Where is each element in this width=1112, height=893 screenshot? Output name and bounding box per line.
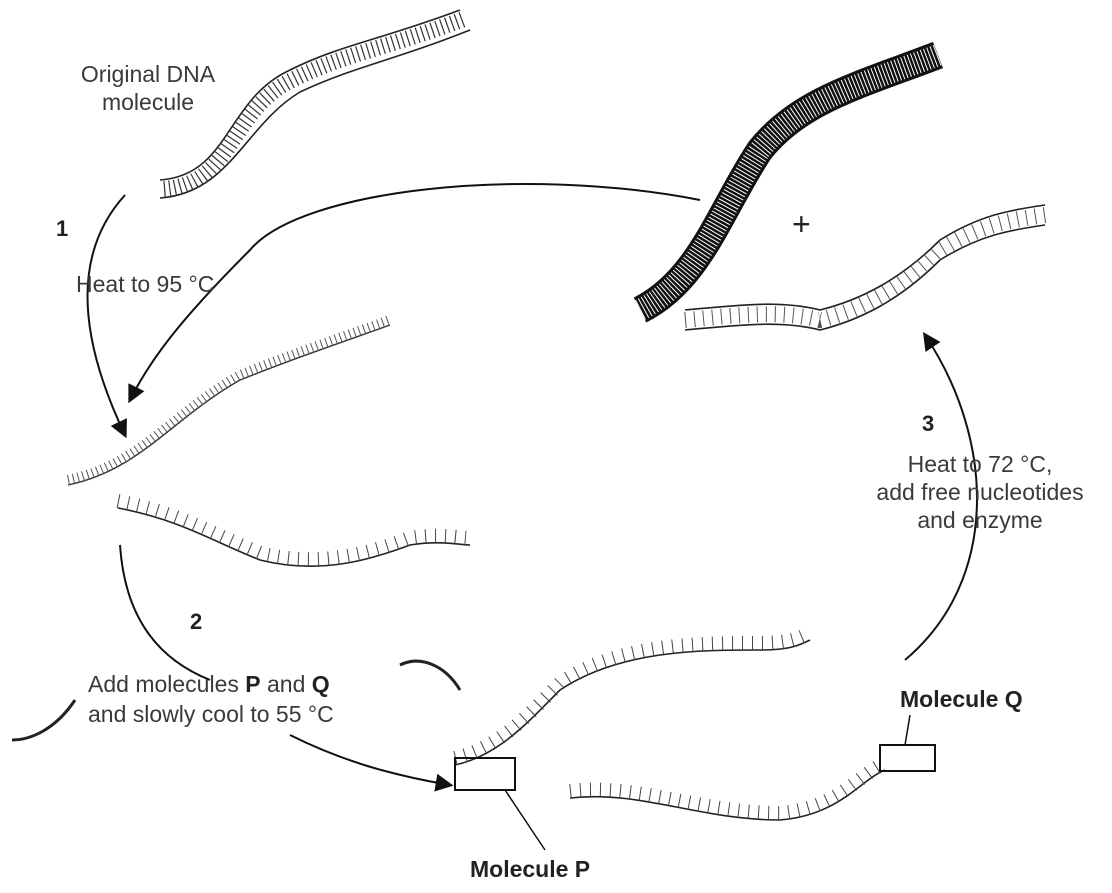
step2-line1-and: and xyxy=(261,671,312,697)
molecule-q-label: Molecule Q xyxy=(900,685,1023,713)
step2-line1-pre: Add molecules xyxy=(88,671,245,697)
molecule-p-label: Molecule P xyxy=(470,855,590,883)
annealed-strand-upper xyxy=(455,633,810,765)
step3-line2: add free nucleotides xyxy=(855,478,1105,506)
step2-line1-q: Q xyxy=(312,671,330,697)
step2-line2: and slowly cool to 55 °C xyxy=(88,700,334,728)
step1-arrow xyxy=(88,195,126,435)
product-strand-dark xyxy=(640,55,938,310)
step3-number: 3 xyxy=(922,410,934,438)
original-dna-line1: Original DNA xyxy=(48,60,248,88)
plus-sign: + xyxy=(792,210,811,238)
original-dna-label: Original DNA molecule xyxy=(48,60,248,116)
primer-q-free xyxy=(400,661,460,690)
primer-q-bound xyxy=(880,745,935,771)
annealed-strand-lower xyxy=(570,763,885,820)
original-dna-line2: molecule xyxy=(48,88,248,116)
step2-number: 2 xyxy=(190,608,202,636)
molecule-p-pointer xyxy=(505,790,545,850)
separated-strand-upper xyxy=(68,320,390,485)
return-arrow xyxy=(130,184,700,400)
step3-line3: and enzyme xyxy=(855,506,1105,534)
molecule-q-pointer xyxy=(905,715,910,745)
step2-arrow xyxy=(290,735,450,785)
step1-number: 1 xyxy=(56,215,68,243)
step3-line1: Heat to 72 °C, xyxy=(855,450,1105,478)
step3-text: Heat to 72 °C, add free nucleotides and … xyxy=(855,450,1105,534)
step2-line1: Add molecules P and Q xyxy=(88,670,330,698)
step2-line1-p: P xyxy=(245,671,260,697)
separated-strand-lower xyxy=(118,501,470,566)
product-strand-light xyxy=(685,205,1045,330)
primer-p-free xyxy=(12,700,75,740)
step1-text: Heat to 95 °C xyxy=(76,270,214,298)
